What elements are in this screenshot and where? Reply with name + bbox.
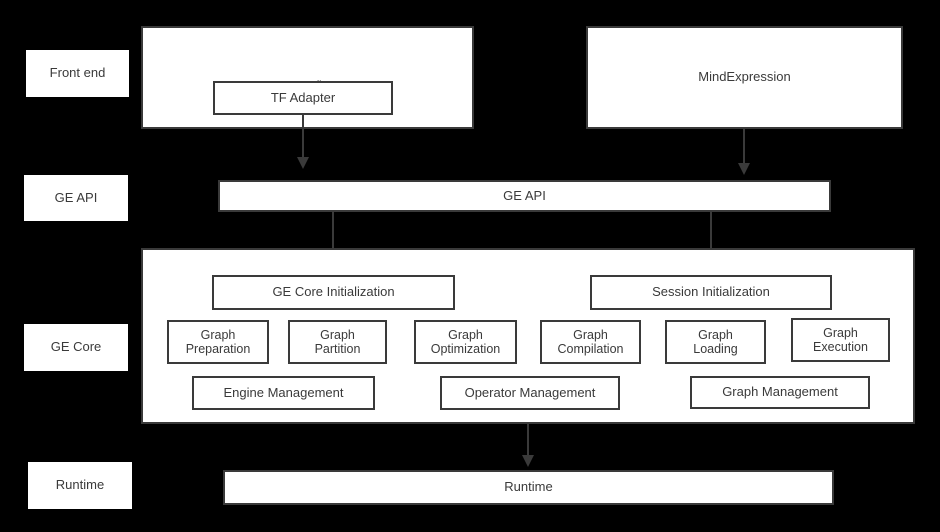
layer-label-ge-core: GE Core bbox=[24, 324, 128, 371]
ge-api-bar[interactable]: GE API bbox=[218, 180, 831, 212]
connector-mindexpression-to-ge-api bbox=[743, 129, 745, 167]
arrowhead-ge-core-to-runtime bbox=[522, 455, 534, 467]
management-operator[interactable]: Operator Management bbox=[440, 376, 620, 410]
runtime-bar[interactable]: Runtime bbox=[223, 470, 834, 505]
management-graph[interactable]: Graph Management bbox=[690, 376, 870, 409]
layer-label-ge-api: GE API bbox=[24, 175, 128, 221]
tf-adapter-box[interactable]: TF Adapter bbox=[213, 81, 393, 115]
connector-ge-api-to-session-init bbox=[710, 212, 712, 261]
module-graph-compilation[interactable]: Graph Compilation bbox=[540, 320, 641, 364]
mindexpression-box[interactable]: MindExpression bbox=[586, 26, 903, 129]
module-graph-execution[interactable]: Graph Execution bbox=[791, 318, 890, 362]
layer-label-runtime: Runtime bbox=[28, 462, 132, 509]
module-graph-partition[interactable]: Graph Partition bbox=[288, 320, 387, 364]
management-engine[interactable]: Engine Management bbox=[192, 376, 375, 410]
connector-ge-core-to-runtime bbox=[527, 424, 529, 458]
module-graph-preparation[interactable]: Graph Preparation bbox=[167, 320, 269, 364]
connector-ge-api-to-core-init bbox=[332, 212, 334, 261]
arrowhead-mindexpression-to-ge-api bbox=[738, 163, 750, 175]
module-graph-optimization[interactable]: Graph Optimization bbox=[414, 320, 517, 364]
connector-tf-adapter-to-ge-api bbox=[302, 115, 304, 161]
arrowhead-tf-adapter-to-ge-api bbox=[297, 157, 309, 169]
module-graph-loading[interactable]: Graph Loading bbox=[665, 320, 766, 364]
session-initialization-box[interactable]: Session Initialization bbox=[590, 275, 832, 310]
ge-core-initialization-box[interactable]: GE Core Initialization bbox=[212, 275, 455, 310]
layer-label-front-end: Front end bbox=[26, 50, 129, 97]
